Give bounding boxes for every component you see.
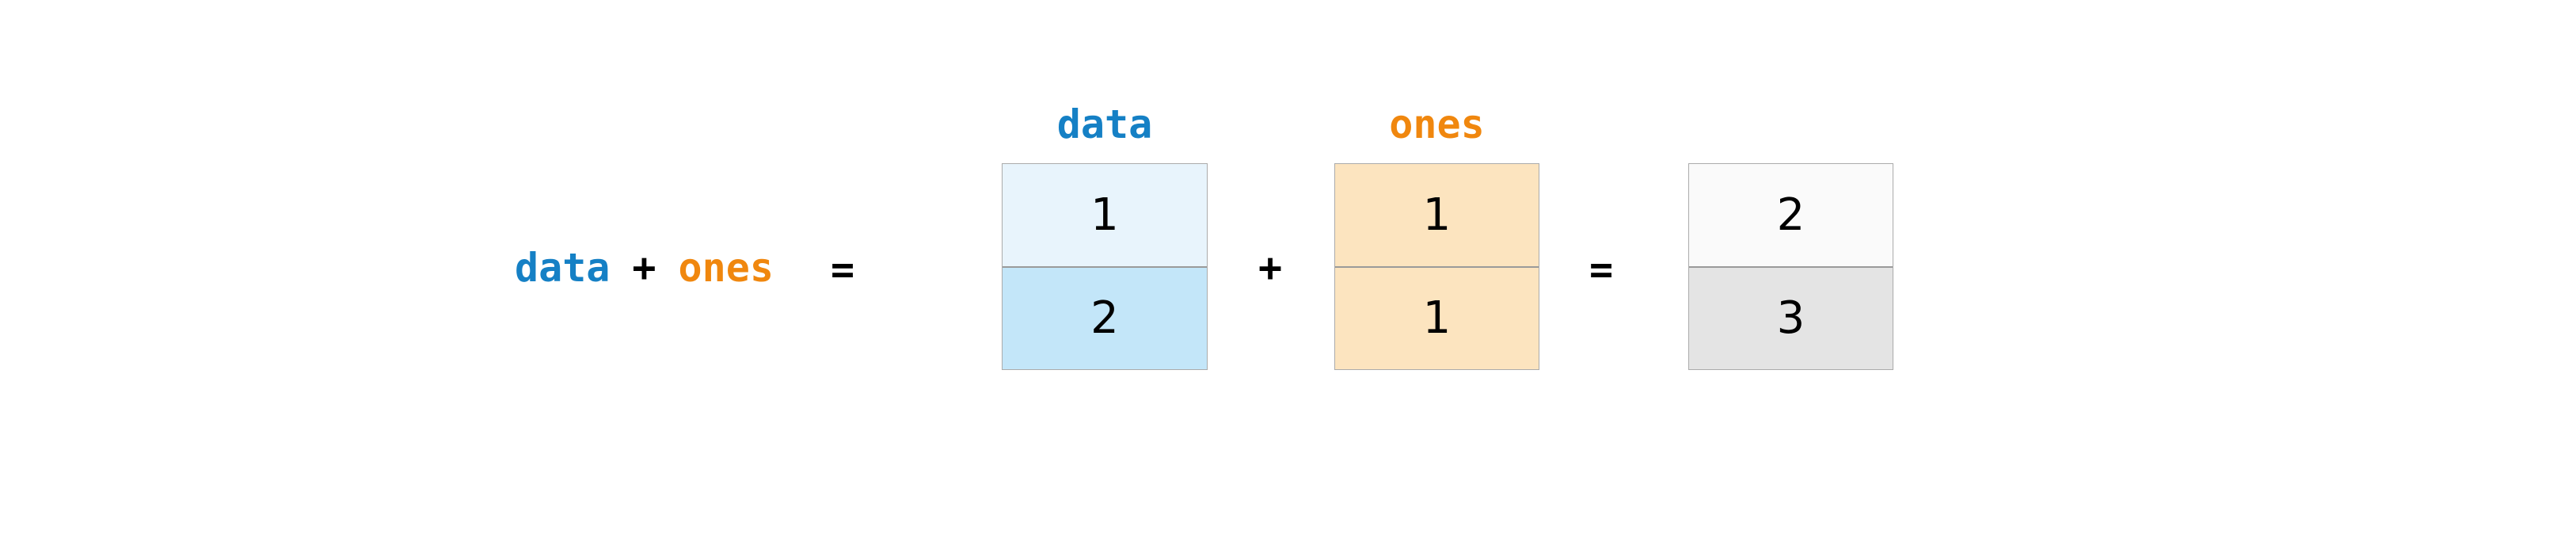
- result-array-cell-1: 3: [1689, 265, 1893, 369]
- equation-plus-operator: +: [632, 245, 656, 291]
- equation-ones-term: ones: [678, 245, 774, 291]
- ones-array-box: 1 1: [1334, 163, 1539, 370]
- ones-array-label: ones: [1334, 101, 1539, 148]
- equation-lhs: data + ones: [515, 248, 774, 288]
- ones-array-cell-1: 1: [1335, 265, 1539, 369]
- ones-array-cell-0: 1: [1335, 164, 1539, 266]
- data-array-label-text: data: [1056, 101, 1153, 147]
- result-array-cell-0: 2: [1689, 164, 1893, 266]
- equals-sign-lhs: =: [830, 246, 855, 292]
- plus-operator-between-arrays: +: [1258, 245, 1283, 291]
- equals-sign-result: =: [1589, 246, 1614, 292]
- equation-data-term: data: [515, 245, 611, 291]
- data-array-cell-0: 1: [1003, 164, 1207, 266]
- ones-array-label-text: ones: [1389, 101, 1485, 147]
- data-array-label: data: [1002, 101, 1208, 148]
- data-array-cell-1: 2: [1003, 265, 1207, 369]
- data-array-box: 1 2: [1002, 163, 1208, 370]
- result-array-box: 2 3: [1688, 163, 1893, 370]
